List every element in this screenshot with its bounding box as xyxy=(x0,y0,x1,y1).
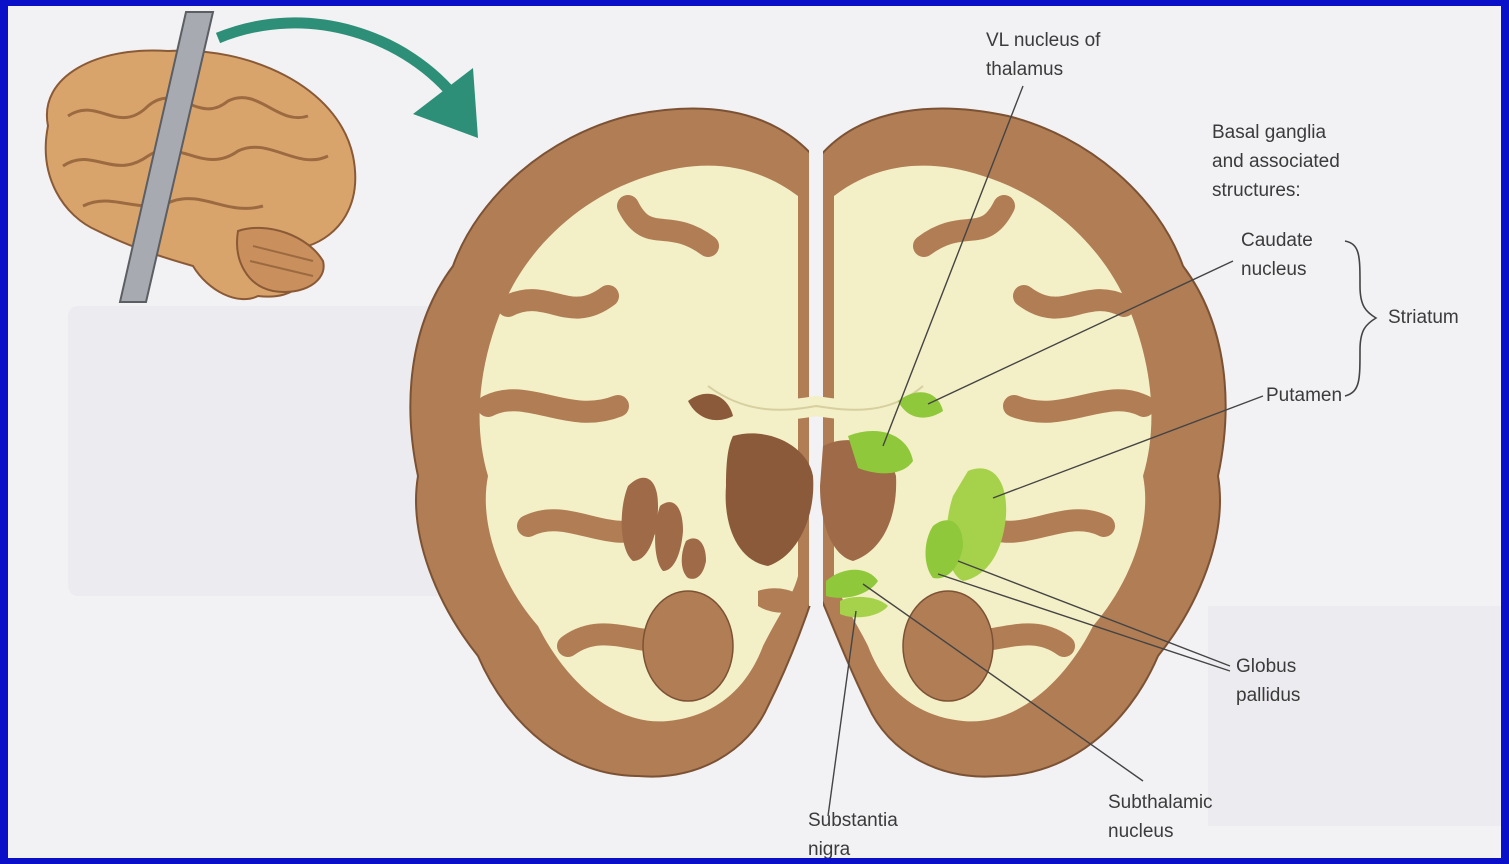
coronal-section xyxy=(410,109,1225,777)
label-caudate-nucleus: Caudate nucleus xyxy=(1241,226,1313,284)
label-basal-ganglia-heading: Basal ganglia and associated structures: xyxy=(1212,118,1340,205)
label-globus-pallidus: Globus pallidus xyxy=(1236,652,1300,710)
lateral-brain-illustration xyxy=(46,50,355,299)
label-vl-thalamus: VL nucleus of thalamus xyxy=(986,26,1100,84)
striatum-bracket xyxy=(1345,241,1376,396)
label-substantia-nigra: Substantia nigra xyxy=(808,806,898,858)
label-subthalamic-nucleus: Subthalamic nucleus xyxy=(1108,788,1213,846)
figure-panel: VL nucleus of thalamus Basal ganglia and… xyxy=(8,6,1501,858)
label-striatum: Striatum xyxy=(1388,303,1459,332)
label-putamen: Putamen xyxy=(1266,381,1342,410)
